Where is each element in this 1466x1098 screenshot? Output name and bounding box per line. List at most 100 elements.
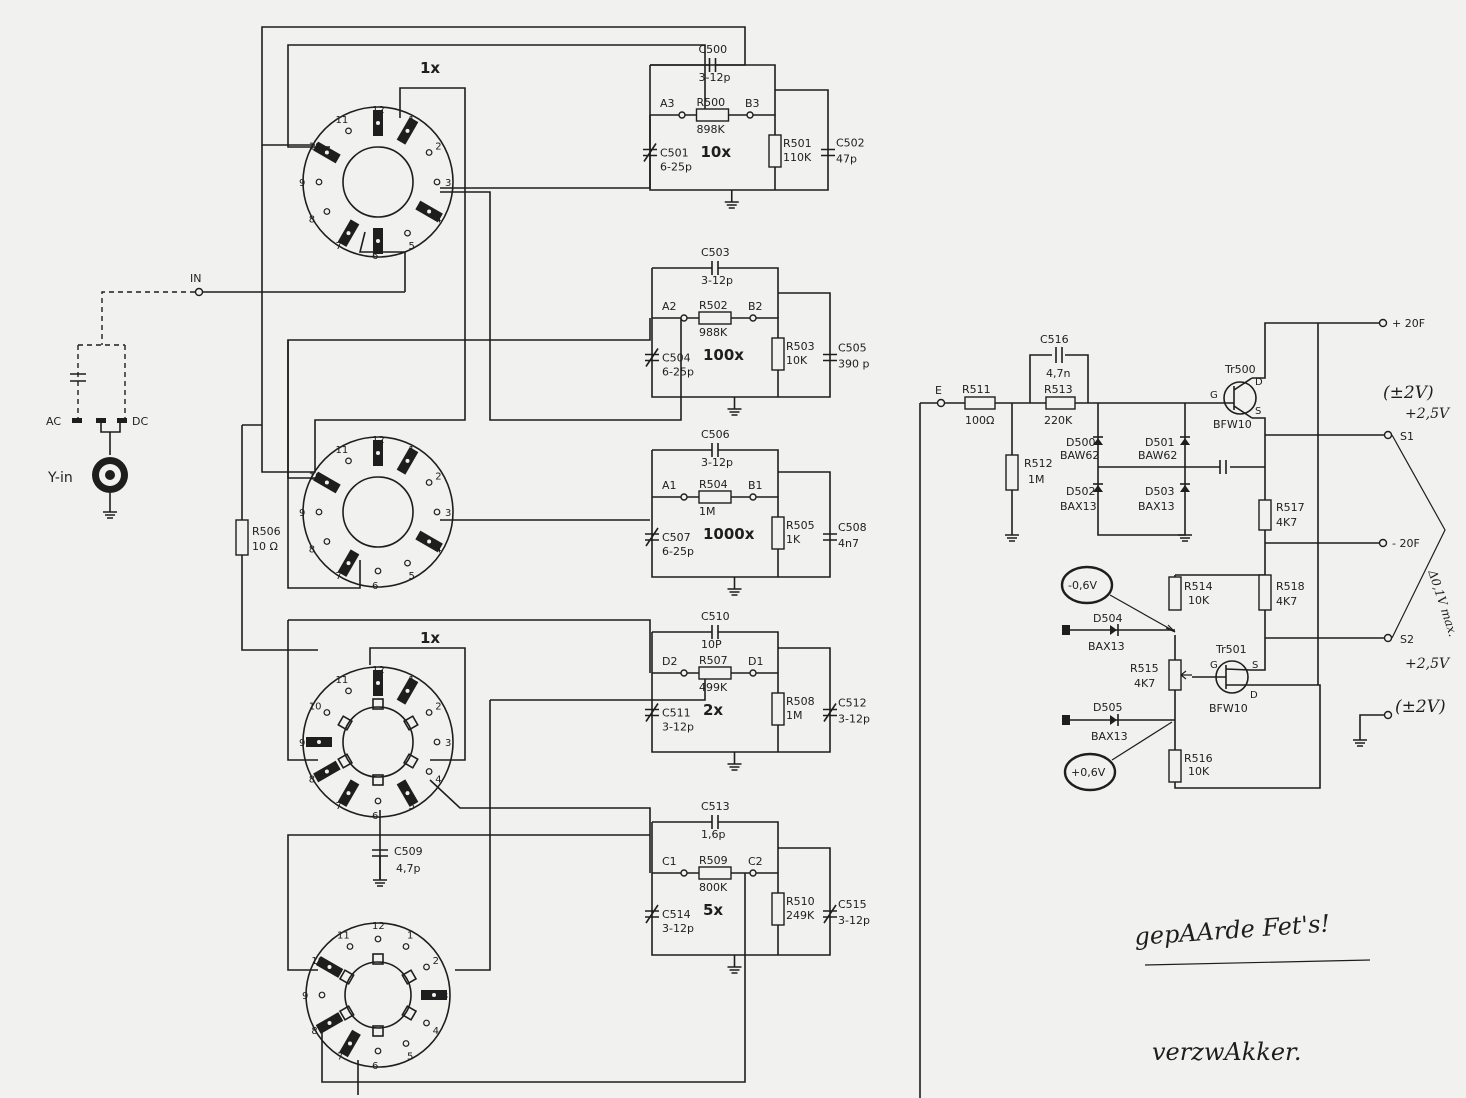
right-node-label: B3: [745, 97, 760, 110]
d505-value: BAX13: [1091, 730, 1128, 743]
trimmer-cap-name: C504: [662, 352, 691, 365]
r514-name: R514: [1184, 580, 1213, 593]
c509: C509 4,7p: [372, 845, 423, 887]
switch-hub: [342, 476, 414, 548]
shunt-resistor-name: R503: [786, 340, 815, 353]
switch-body: [302, 666, 454, 818]
yin-label: Y-in: [47, 470, 73, 486]
switch-position-number: 3: [445, 178, 451, 189]
shunt-cap-name: C502: [836, 137, 865, 150]
switch-position-number: 12: [372, 665, 385, 676]
r506-name: R506: [252, 525, 281, 538]
left-node-label: C1: [662, 855, 677, 868]
switch-position-number: 6: [372, 581, 378, 592]
hand-delta-max: Δ0,1V max.: [1425, 567, 1460, 638]
wiring: [101, 26, 1446, 1098]
network-frame: [649, 65, 829, 191]
contact-rivet: [427, 539, 432, 544]
left-node: [680, 669, 688, 677]
top-cap-wire: [652, 631, 779, 673]
ground-symbol: [727, 397, 742, 416]
left-node: [680, 869, 688, 877]
switch-position-dot: [404, 229, 411, 237]
contact-rivet: [376, 451, 380, 455]
switch-position-number: 1: [409, 675, 415, 686]
contact-rivet: [405, 791, 410, 796]
switch-hub: [342, 706, 414, 778]
switch-body: [305, 922, 451, 1068]
switch-position-number: 4: [433, 1026, 439, 1037]
switch-position-number: 2: [435, 472, 441, 483]
switch-position-number: 11: [336, 675, 349, 686]
r517-value: 4K7: [1276, 516, 1297, 529]
top-cap-name: C506: [701, 428, 730, 441]
series-wire: [652, 317, 779, 397]
switch-position-number: 8: [311, 1026, 317, 1037]
switch-position-number: 11: [336, 445, 349, 456]
series-wire: [652, 496, 779, 577]
hand-top-volt: (±2V): [1383, 383, 1434, 403]
hub-notch: [372, 698, 384, 710]
trimmer-cap-value: 6-25p: [662, 366, 694, 379]
switch-position-number: 9: [299, 738, 305, 749]
top-cap-wire: [650, 64, 776, 115]
shunt-resistor: [771, 337, 785, 371]
top-capacitor: [711, 815, 719, 829]
hand-bottom-volt: +2,5V: [1405, 656, 1451, 672]
contact-rivet: [432, 993, 436, 997]
top-cap-value: 1,6p: [701, 828, 725, 841]
switch-position-number: 7: [336, 571, 342, 582]
s1-label: S1: [1400, 430, 1414, 443]
top-cap-name: C503: [701, 246, 730, 259]
series-resistor-value: 1M: [699, 505, 716, 518]
series-wire: [652, 872, 779, 955]
left-node: [680, 493, 688, 501]
input-network: IN AC DC Y-in R506 10 Ω: [46, 272, 281, 556]
series-resistor-name: R504: [699, 478, 728, 491]
contact-rivet: [376, 121, 380, 125]
ground-symbol: [727, 577, 742, 596]
contact-rivet: [327, 965, 332, 969]
switch-position-number: 6: [372, 1061, 378, 1072]
shunt-cap-name: C508: [838, 521, 867, 534]
top-capacitor: [711, 443, 719, 457]
switch-position-dot: [315, 508, 323, 516]
r516-name: R516: [1184, 752, 1213, 765]
ground-symbol: [727, 752, 742, 771]
switch-position-number: 4: [435, 545, 441, 556]
d501-value: BAW62: [1138, 449, 1177, 462]
top-cap-name: C513: [701, 800, 730, 813]
minus20-label: - 20F: [1392, 537, 1420, 550]
network-frame: [651, 822, 831, 956]
switch-position-number: 10: [309, 142, 322, 153]
trimmer-cap-value: 6-25p: [660, 161, 692, 174]
contact-rivet: [348, 1041, 352, 1046]
switch-position-number: 4: [435, 775, 441, 786]
series-resistor-value: 988K: [699, 326, 728, 339]
right-node-label: B1: [748, 479, 763, 492]
hub-notch: [338, 1005, 355, 1021]
shunt-resistor: [771, 516, 785, 550]
shunt-resistor-name: R508: [786, 695, 815, 708]
c516-name: C516: [1040, 333, 1069, 346]
switch-position-dot: [318, 991, 326, 999]
hub-notch: [372, 774, 384, 786]
switch-position-number: 3: [442, 991, 448, 1002]
switch-position-dot: [425, 768, 433, 775]
shunt-resistor-value: 249K: [786, 909, 815, 922]
trimmer-cap-value: 3-12p: [662, 922, 694, 935]
attenuation-factor: 10x: [701, 143, 732, 161]
d502-name: D502: [1066, 485, 1095, 498]
switch-position-dot: [323, 208, 331, 215]
contact-rivet: [327, 1021, 332, 1025]
switch-position-number: 1: [407, 930, 413, 941]
contact-rivet: [427, 209, 432, 214]
top-cap-name: C500: [699, 43, 728, 56]
tr501-source: S: [1252, 660, 1258, 671]
right-node-label: B2: [748, 300, 763, 313]
switch-position-number: 6: [372, 251, 378, 262]
